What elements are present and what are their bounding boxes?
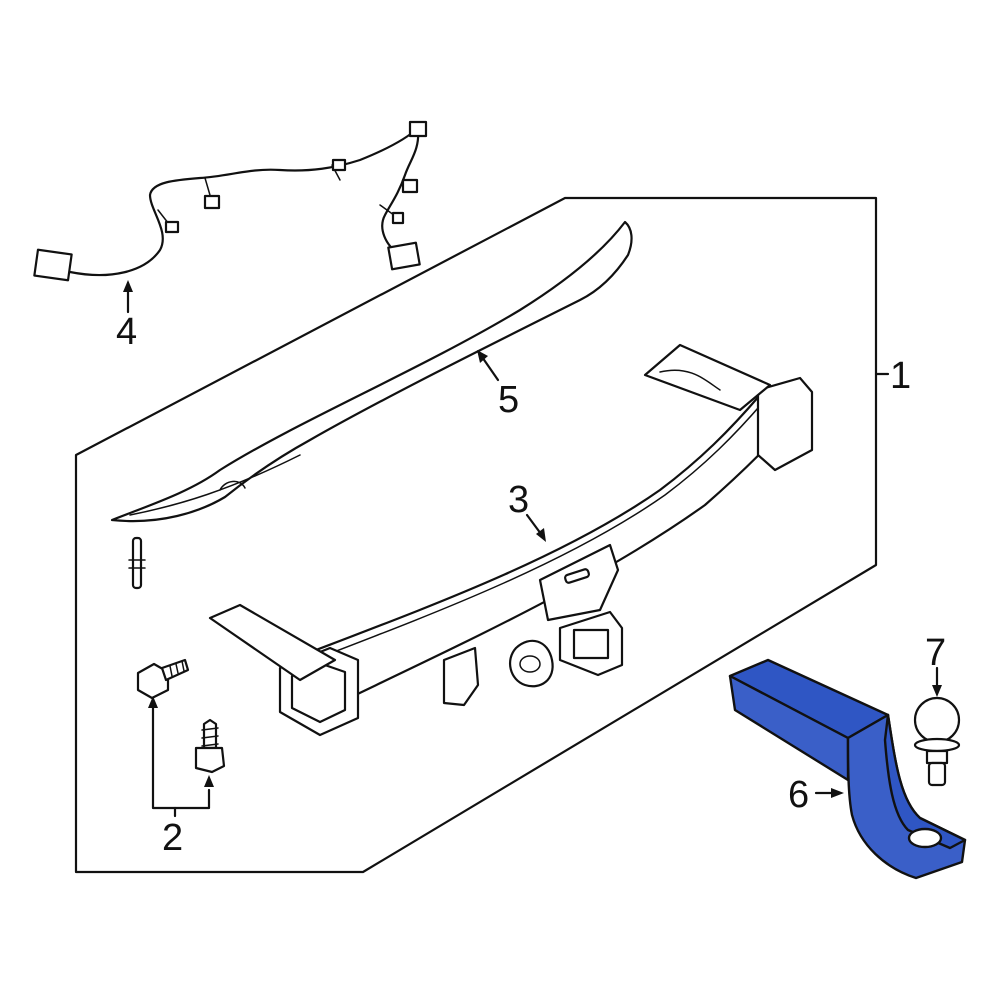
callout-2[interactable]: 2 xyxy=(162,817,183,859)
callout-7[interactable]: 7 xyxy=(925,632,946,674)
callout-5[interactable]: 5 xyxy=(498,379,519,421)
callout-2-leader xyxy=(151,698,211,810)
callout-4[interactable]: 4 xyxy=(116,311,137,353)
ball-mount[interactable] xyxy=(728,658,967,880)
callout-1[interactable]: 1 xyxy=(890,355,911,397)
callout-3-arrowhead xyxy=(536,528,546,542)
wiring-harness[interactable] xyxy=(33,120,428,282)
callout-3[interactable]: 3 xyxy=(508,479,529,521)
assembly-boundary-frame xyxy=(74,196,878,874)
harness-connector-left xyxy=(33,248,73,282)
callout-6-arrowhead xyxy=(831,788,844,798)
push-pin-fastener[interactable] xyxy=(128,536,146,590)
screw-fastener[interactable] xyxy=(194,718,226,774)
harness-connector-right xyxy=(387,241,421,271)
callout-4-arrowhead xyxy=(123,280,133,292)
callout-6[interactable]: 6 xyxy=(788,774,809,816)
callout-2-arrowhead-b xyxy=(204,775,214,787)
hex-flange-bolt[interactable] xyxy=(136,658,190,700)
callout-7-arrowhead xyxy=(932,685,942,697)
callout-5-arrowhead xyxy=(477,350,488,363)
bumper-shield[interactable] xyxy=(110,220,633,523)
callout-2-arrowhead-a xyxy=(148,696,158,708)
hitch-crossmember[interactable] xyxy=(208,343,814,737)
hitch-ball[interactable] xyxy=(913,696,961,787)
